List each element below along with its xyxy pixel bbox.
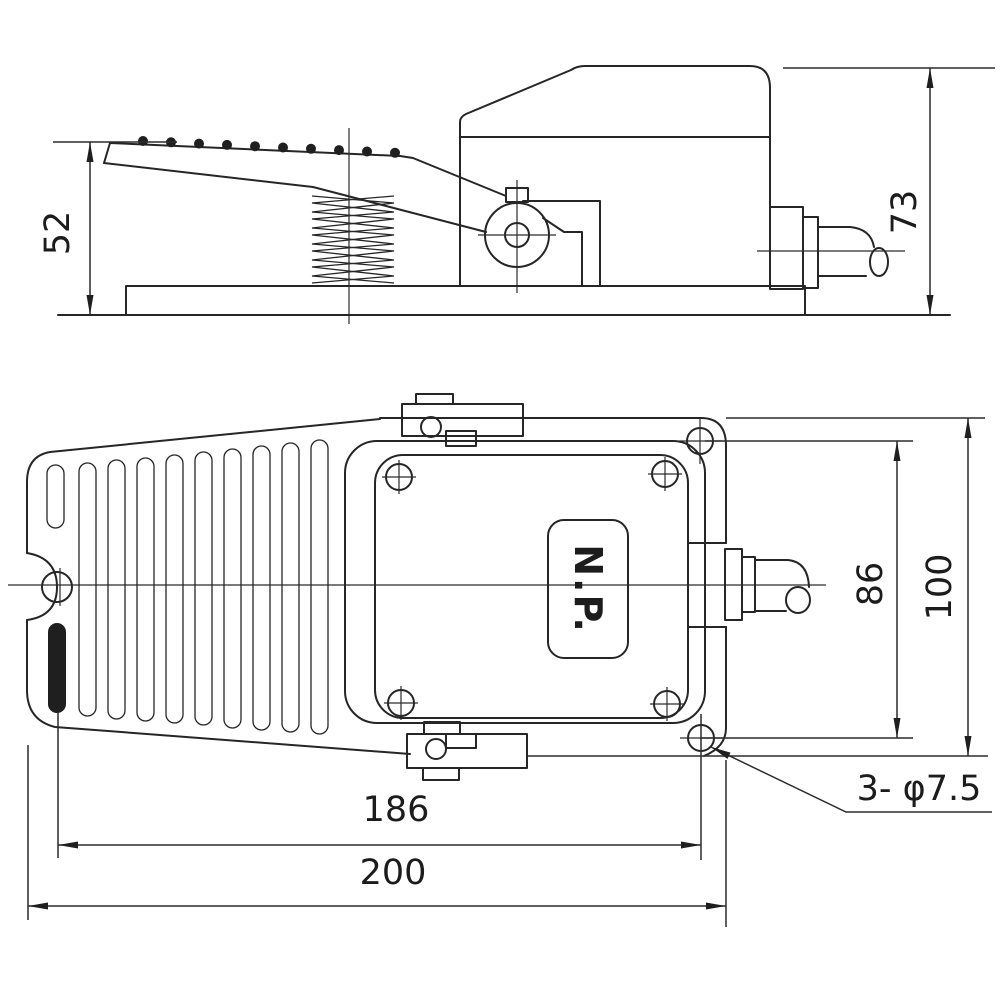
base-plate-side: [57, 285, 951, 316]
cable-outlet-top: [724, 548, 811, 621]
pedal-top: [26, 418, 411, 755]
side-view: 52 73: [38, 65, 995, 324]
dim-200-text: 200: [360, 853, 427, 893]
front-mounting-hole: [41, 571, 73, 603]
dim-86-text: 86: [851, 562, 891, 607]
front-slot-mark: [48, 623, 66, 713]
dim-73-text: 73: [885, 190, 925, 235]
switch-base-top: N.P.: [344, 417, 727, 757]
holes-callout-text: 3- φ7.5: [857, 769, 982, 809]
product-label-text: N.P.: [566, 544, 610, 634]
dimension-52: 52: [38, 141, 177, 315]
dimension-73: 73: [783, 67, 995, 315]
hinge-pivot: [478, 180, 601, 293]
dimension-86: 86: [701, 440, 913, 739]
spring: [311, 128, 395, 324]
dimension-186: 186: [57, 713, 702, 860]
dimension-200: 200: [27, 745, 727, 927]
dim-186-text: 186: [363, 790, 430, 830]
cover-screws: [382, 457, 684, 721]
dim-52-text: 52: [38, 211, 78, 256]
dim-100-text: 100: [920, 554, 960, 621]
pedal-side: [103, 136, 507, 233]
top-view: N.P.: [8, 393, 992, 927]
hinge-clamp-bottom: [406, 721, 528, 781]
pedal-grip-bumps: [138, 136, 400, 158]
holes-callout: 3- φ7.5: [710, 746, 992, 813]
switch-cover: [374, 454, 689, 719]
hinge-clamp-top: [401, 393, 524, 447]
cable-outlet-side: [757, 206, 905, 290]
dimension-100: 100: [528, 417, 988, 757]
pedal-rib-slots: [46, 439, 329, 735]
switch-housing-side: [459, 65, 771, 286]
product-label: N.P.: [547, 519, 629, 659]
